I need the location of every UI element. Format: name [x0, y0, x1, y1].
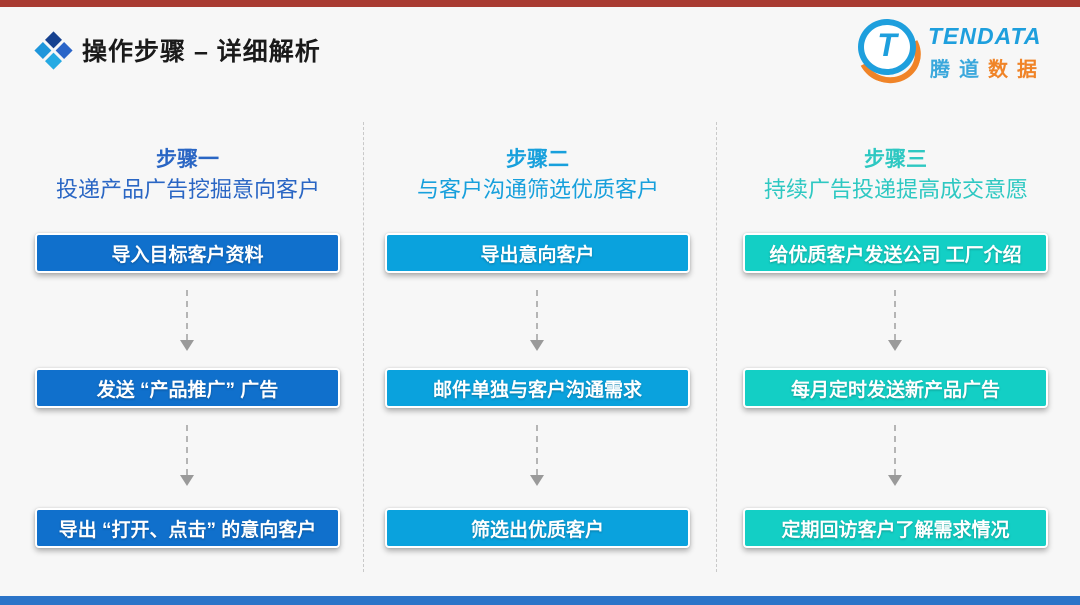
logo-blue-ring	[858, 19, 916, 75]
flow-box-export-open-click-customers: 导出 “打开、点击” 的意向客户	[35, 508, 340, 548]
logo-cn-char: 据	[1017, 59, 1037, 81]
logo-cn-char: 道	[959, 59, 979, 81]
step1-subtitle: 投递产品广告挖掘意向客户	[55, 177, 320, 202]
logo-cn-char: 数	[988, 59, 1008, 81]
arrow-down-icon	[887, 425, 903, 486]
title-diamond-icon	[34, 31, 73, 70]
logo-brand-chinese: 腾道数据	[930, 53, 1046, 82]
top-accent-bar	[0, 0, 1080, 7]
step2-subtitle: 与客户沟通筛选优质客户	[416, 177, 659, 202]
arrow-down-icon	[529, 290, 545, 351]
flow-box-email-communicate-needs: 邮件单独与客户沟通需求	[385, 368, 690, 408]
column-divider	[716, 122, 717, 572]
arrow-down-icon	[887, 290, 903, 351]
arrow-down-icon	[179, 290, 195, 351]
logo-letter: T	[877, 27, 897, 63]
tendata-logo-mark-icon: T	[849, 14, 929, 92]
page-title: 操作步骤 – 详细解析	[82, 38, 321, 66]
bottom-accent-bar	[0, 596, 1080, 605]
arrow-down-icon	[179, 425, 195, 486]
flow-box-filter-quality-customers: 筛选出优质客户	[385, 508, 690, 548]
flow-box-send-promo-ad: 发送 “产品推广” 广告	[35, 368, 340, 408]
flow-box-send-company-factory-intro: 给优质客户发送公司 工厂介绍	[743, 233, 1048, 273]
flow-box-regular-follow-up: 定期回访客户了解需求情况	[743, 508, 1048, 548]
step1-title: 步骤一	[156, 148, 219, 171]
step3-subtitle: 持续广告投递提高成交意愿	[763, 177, 1028, 202]
logo-cn-char: 腾	[930, 59, 950, 81]
flow-box-import-target-customers: 导入目标客户资料	[35, 233, 340, 273]
arrow-down-icon	[529, 425, 545, 486]
logo-brand-text: TENDATA	[928, 23, 1042, 49]
step2-title: 步骤二	[506, 148, 569, 171]
flow-box-export-intent-customers: 导出意向客户	[385, 233, 690, 273]
tendata-logo: T TENDATA 腾道数据	[849, 14, 1058, 92]
flow-box-monthly-new-product-ad: 每月定时发送新产品广告	[743, 368, 1048, 408]
column-divider	[363, 122, 364, 572]
step3-title: 步骤三	[864, 148, 927, 171]
